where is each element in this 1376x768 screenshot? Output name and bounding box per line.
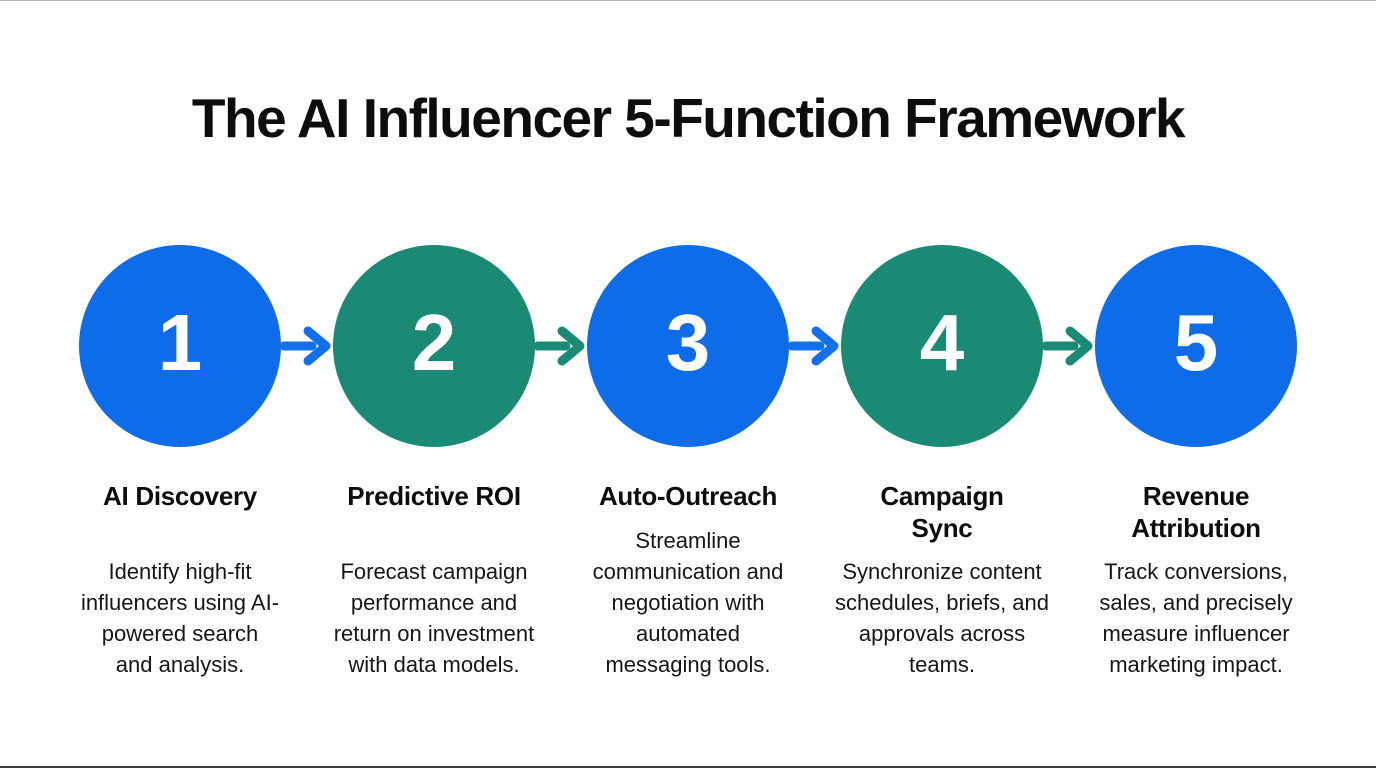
step-description-2: Forecast campaign performance and return… [333,558,535,677]
arrow-icon-1 [281,323,333,369]
page-title: The AI Influencer 5-Function Framework [191,87,1186,149]
arrow-icon-2 [535,323,587,369]
step-number-1: 1 [157,297,203,387]
step-column-5: Revenue Attribution Track conversions, s… [1069,480,1323,680]
step-column-4: Campaign Sync Synchronize content schedu… [815,480,1069,680]
step-circle-1: 1 [79,244,281,447]
process-flow: 1 2 3 4 5 [0,244,1376,447]
step-number-2: 2 [411,297,457,387]
top-edge-line [0,0,1376,1]
bottom-edge-line [0,766,1376,768]
step-description-3: Streamline communication and negotiation… [592,527,784,677]
step-heading-3: Auto-Outreach [598,480,778,511]
step-number-3: 3 [665,297,711,387]
arrow-icon-3 [789,323,841,369]
arrow-icon-4 [1043,323,1095,369]
step-description-1: Identify high-fit influencers using AI- … [80,558,280,677]
step-heading-2: Predictive ROI [347,480,521,511]
step-column-2: Predictive ROI Forecast campaign perform… [307,480,561,680]
step-circle-4: 4 [841,244,1043,447]
step-column-3: Auto-Outreach Streamline communication a… [561,480,815,680]
step-description-5: Track conversions, sales, and precisely … [1099,558,1293,677]
step-number-4: 4 [919,297,965,387]
step-circle-3: 3 [587,244,789,447]
step-number-5: 5 [1173,297,1219,387]
step-description-4: Synchronize content schedules, briefs, a… [834,558,1050,677]
step-circle-5: 5 [1095,244,1297,447]
step-text-row: AI Discovery Identify high-fit influence… [53,480,1323,680]
step-heading-4: Campaign Sync [880,480,1004,544]
step-heading-5: Revenue Attribution [1131,480,1261,544]
step-column-1: AI Discovery Identify high-fit influence… [53,480,307,680]
step-circle-2: 2 [333,244,535,447]
step-heading-1: AI Discovery [103,480,257,511]
